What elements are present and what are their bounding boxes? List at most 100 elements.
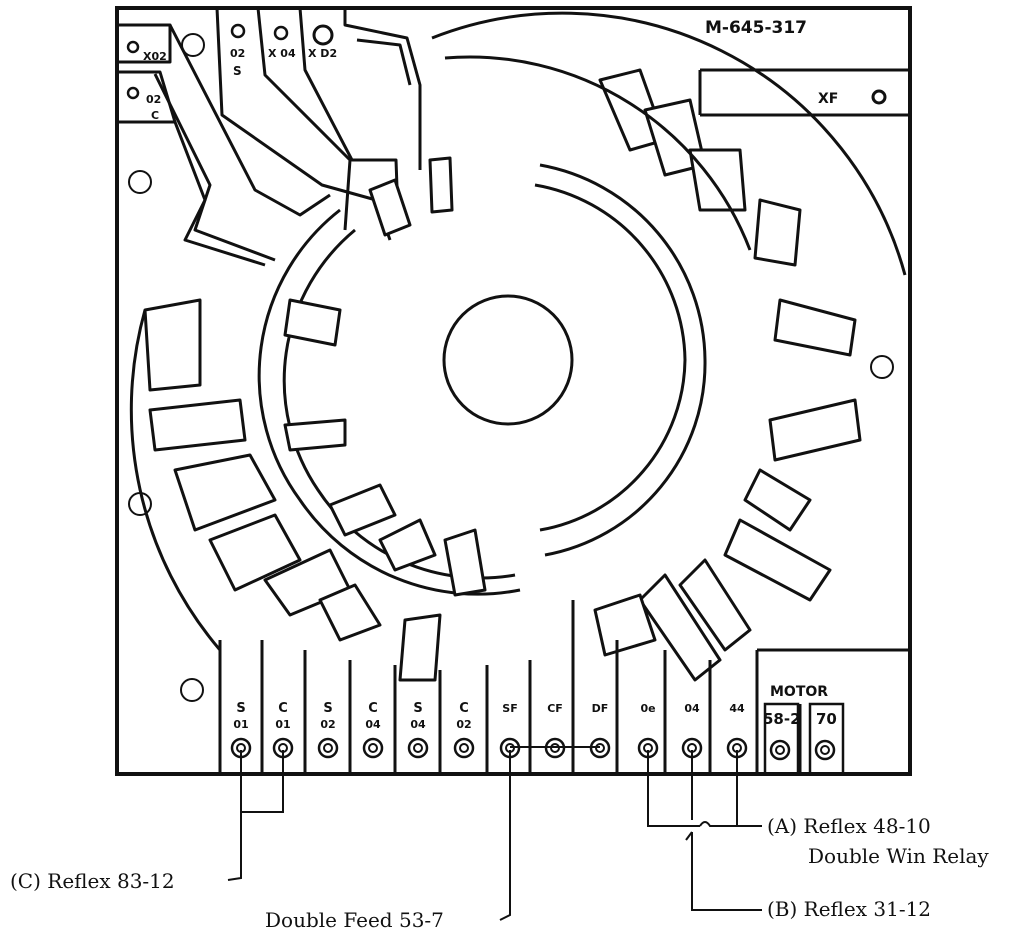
- motor-terminal-1-hole-inner: [775, 745, 785, 755]
- inner-segment-2: [283, 418, 347, 452]
- callout-b: (B) Reflex 31-12: [767, 897, 931, 921]
- terminal-o2s-label-bottom: S: [233, 64, 242, 78]
- bottom-terminal-hole: [407, 737, 429, 759]
- inner-arc-left-inner: [282, 228, 516, 580]
- bottom-terminal-label-top: S: [323, 701, 332, 716]
- bottom-terminal-label-top: DF: [592, 702, 609, 715]
- external-wiring: [227, 746, 762, 921]
- motor-terminal-1-hole: [769, 739, 791, 761]
- bottom-terminal-label-top: 44: [729, 702, 745, 715]
- segment-right-5: [743, 468, 812, 532]
- bottom-terminal-hole: [453, 737, 475, 759]
- segment-bottom-right-3: [593, 593, 657, 657]
- wire-a-crossover: [699, 821, 762, 827]
- bottom-terminal-label-bottom: 04: [410, 718, 426, 731]
- terminal-x02-label: X02: [143, 50, 167, 63]
- part-number: M-645-317: [705, 18, 807, 38]
- outer-arc-top: [431, 11, 907, 276]
- bottom-terminal-label-top: SF: [502, 702, 517, 715]
- bottom-terminal-label-top: 04: [684, 702, 700, 715]
- segment-bottom-right-2: [638, 573, 722, 682]
- terminal-xo2-label: X D2: [308, 47, 337, 60]
- bottom-terminal-label-top: C: [278, 701, 288, 716]
- segment-left-2: [148, 398, 247, 452]
- wire-double-feed: [499, 750, 511, 921]
- bottom-terminal-label-bottom: 01: [233, 718, 248, 731]
- mounting-hole-top: [181, 33, 205, 57]
- wire-c-s01: [227, 750, 242, 881]
- pad-x02: [117, 23, 172, 64]
- bottom-terminal-label-bottom: 01: [275, 718, 290, 731]
- bottom-traces: [218, 600, 910, 774]
- terminal-o2c-hole: [126, 86, 140, 100]
- callout-a-line2: Double Win Relay: [808, 844, 989, 868]
- bottom-terminal-label-top: CF: [547, 702, 563, 715]
- wire-a-0e: [647, 750, 700, 827]
- motor-terminal-2-box: [808, 702, 845, 776]
- trace-xo2: [343, 8, 422, 170]
- segment-bottom-left-3: [398, 613, 442, 682]
- inner-arc-left: [257, 208, 521, 596]
- segment-right-3: [773, 298, 857, 357]
- xf-terminal-hole: [871, 89, 887, 105]
- motor-terminal-2-hole: [814, 739, 836, 761]
- wire-b-04-lower: [691, 832, 762, 911]
- inner-arc-top: [444, 55, 752, 251]
- inner-segment-1: [283, 298, 342, 347]
- motor-label: MOTOR: [770, 684, 828, 700]
- wire-c-c01: [241, 750, 284, 813]
- bottom-terminal-label-bottom: 02: [320, 718, 335, 731]
- segment-left-1: [143, 298, 202, 392]
- trace-x04: [256, 7, 352, 231]
- segment-bottom-left-2: [318, 583, 382, 642]
- trace-o2c-inner: [153, 73, 276, 262]
- terminal-o2s-hole: [230, 23, 246, 39]
- inner-segment-5: [443, 528, 487, 597]
- bottom-terminal-hole-inner: [368, 743, 378, 753]
- inner-arc-c-inner: [534, 183, 687, 532]
- motor-terminal-2-label: 70: [816, 710, 837, 728]
- outer-arc-left: [129, 309, 222, 651]
- motor-terminal-1-label: 58-2: [763, 710, 801, 728]
- inner-commutator-ring: [257, 55, 752, 597]
- terminal-o2s-label-top: 02: [230, 47, 245, 60]
- bottom-terminal-label-bottom: 04: [365, 718, 381, 731]
- inner-segment-3: [328, 483, 397, 537]
- segment-right-4: [768, 398, 862, 462]
- mounting-hole-bottom-left: [180, 678, 204, 702]
- callout-a-line1: (A) Reflex 48-10: [767, 814, 931, 838]
- segment-bottom-right-1: [678, 558, 752, 652]
- xf-strip: [698, 68, 910, 117]
- trace-o2c: [173, 121, 266, 267]
- xf-label: XF: [818, 91, 838, 107]
- bottom-terminal-label-top: S: [413, 701, 422, 716]
- terminal-x04-label: X 04: [268, 47, 296, 60]
- inner-segment-4: [378, 518, 437, 572]
- callout-c: (C) Reflex 83-12: [10, 869, 175, 893]
- inner-segment-6: [368, 178, 412, 237]
- segment-left-3: [173, 453, 277, 532]
- board-outline: [115, 6, 912, 776]
- center-hub: [442, 294, 574, 426]
- mounting-hole-left-upper: [128, 170, 152, 194]
- bottom-terminal-hole-inner: [459, 743, 469, 753]
- segment-left-4: [208, 513, 302, 592]
- bottom-terminal-hole: [362, 737, 384, 759]
- motor-terminal-1-box: [763, 702, 800, 776]
- callout-double-feed: Double Feed 53-7: [265, 908, 444, 932]
- bottom-terminal-hole-inner: [323, 743, 333, 753]
- terminal-xo2-hole: [312, 24, 334, 46]
- terminal-x02-hole: [126, 40, 140, 54]
- outer-commutator-ring: [129, 11, 907, 682]
- bottom-terminal-label-top: C: [459, 701, 469, 716]
- terminal-x04-hole: [273, 25, 289, 41]
- terminal-o2c-label-top: 02: [146, 93, 161, 106]
- mounting-hole-right: [870, 355, 894, 379]
- segment-right-6: [723, 518, 832, 602]
- motor-terminal-2-hole-inner: [820, 745, 830, 755]
- terminal-o2c-label-bottom: C: [151, 109, 159, 122]
- trace-x02: [168, 24, 331, 217]
- bottom-terminal-hole-inner: [413, 743, 423, 753]
